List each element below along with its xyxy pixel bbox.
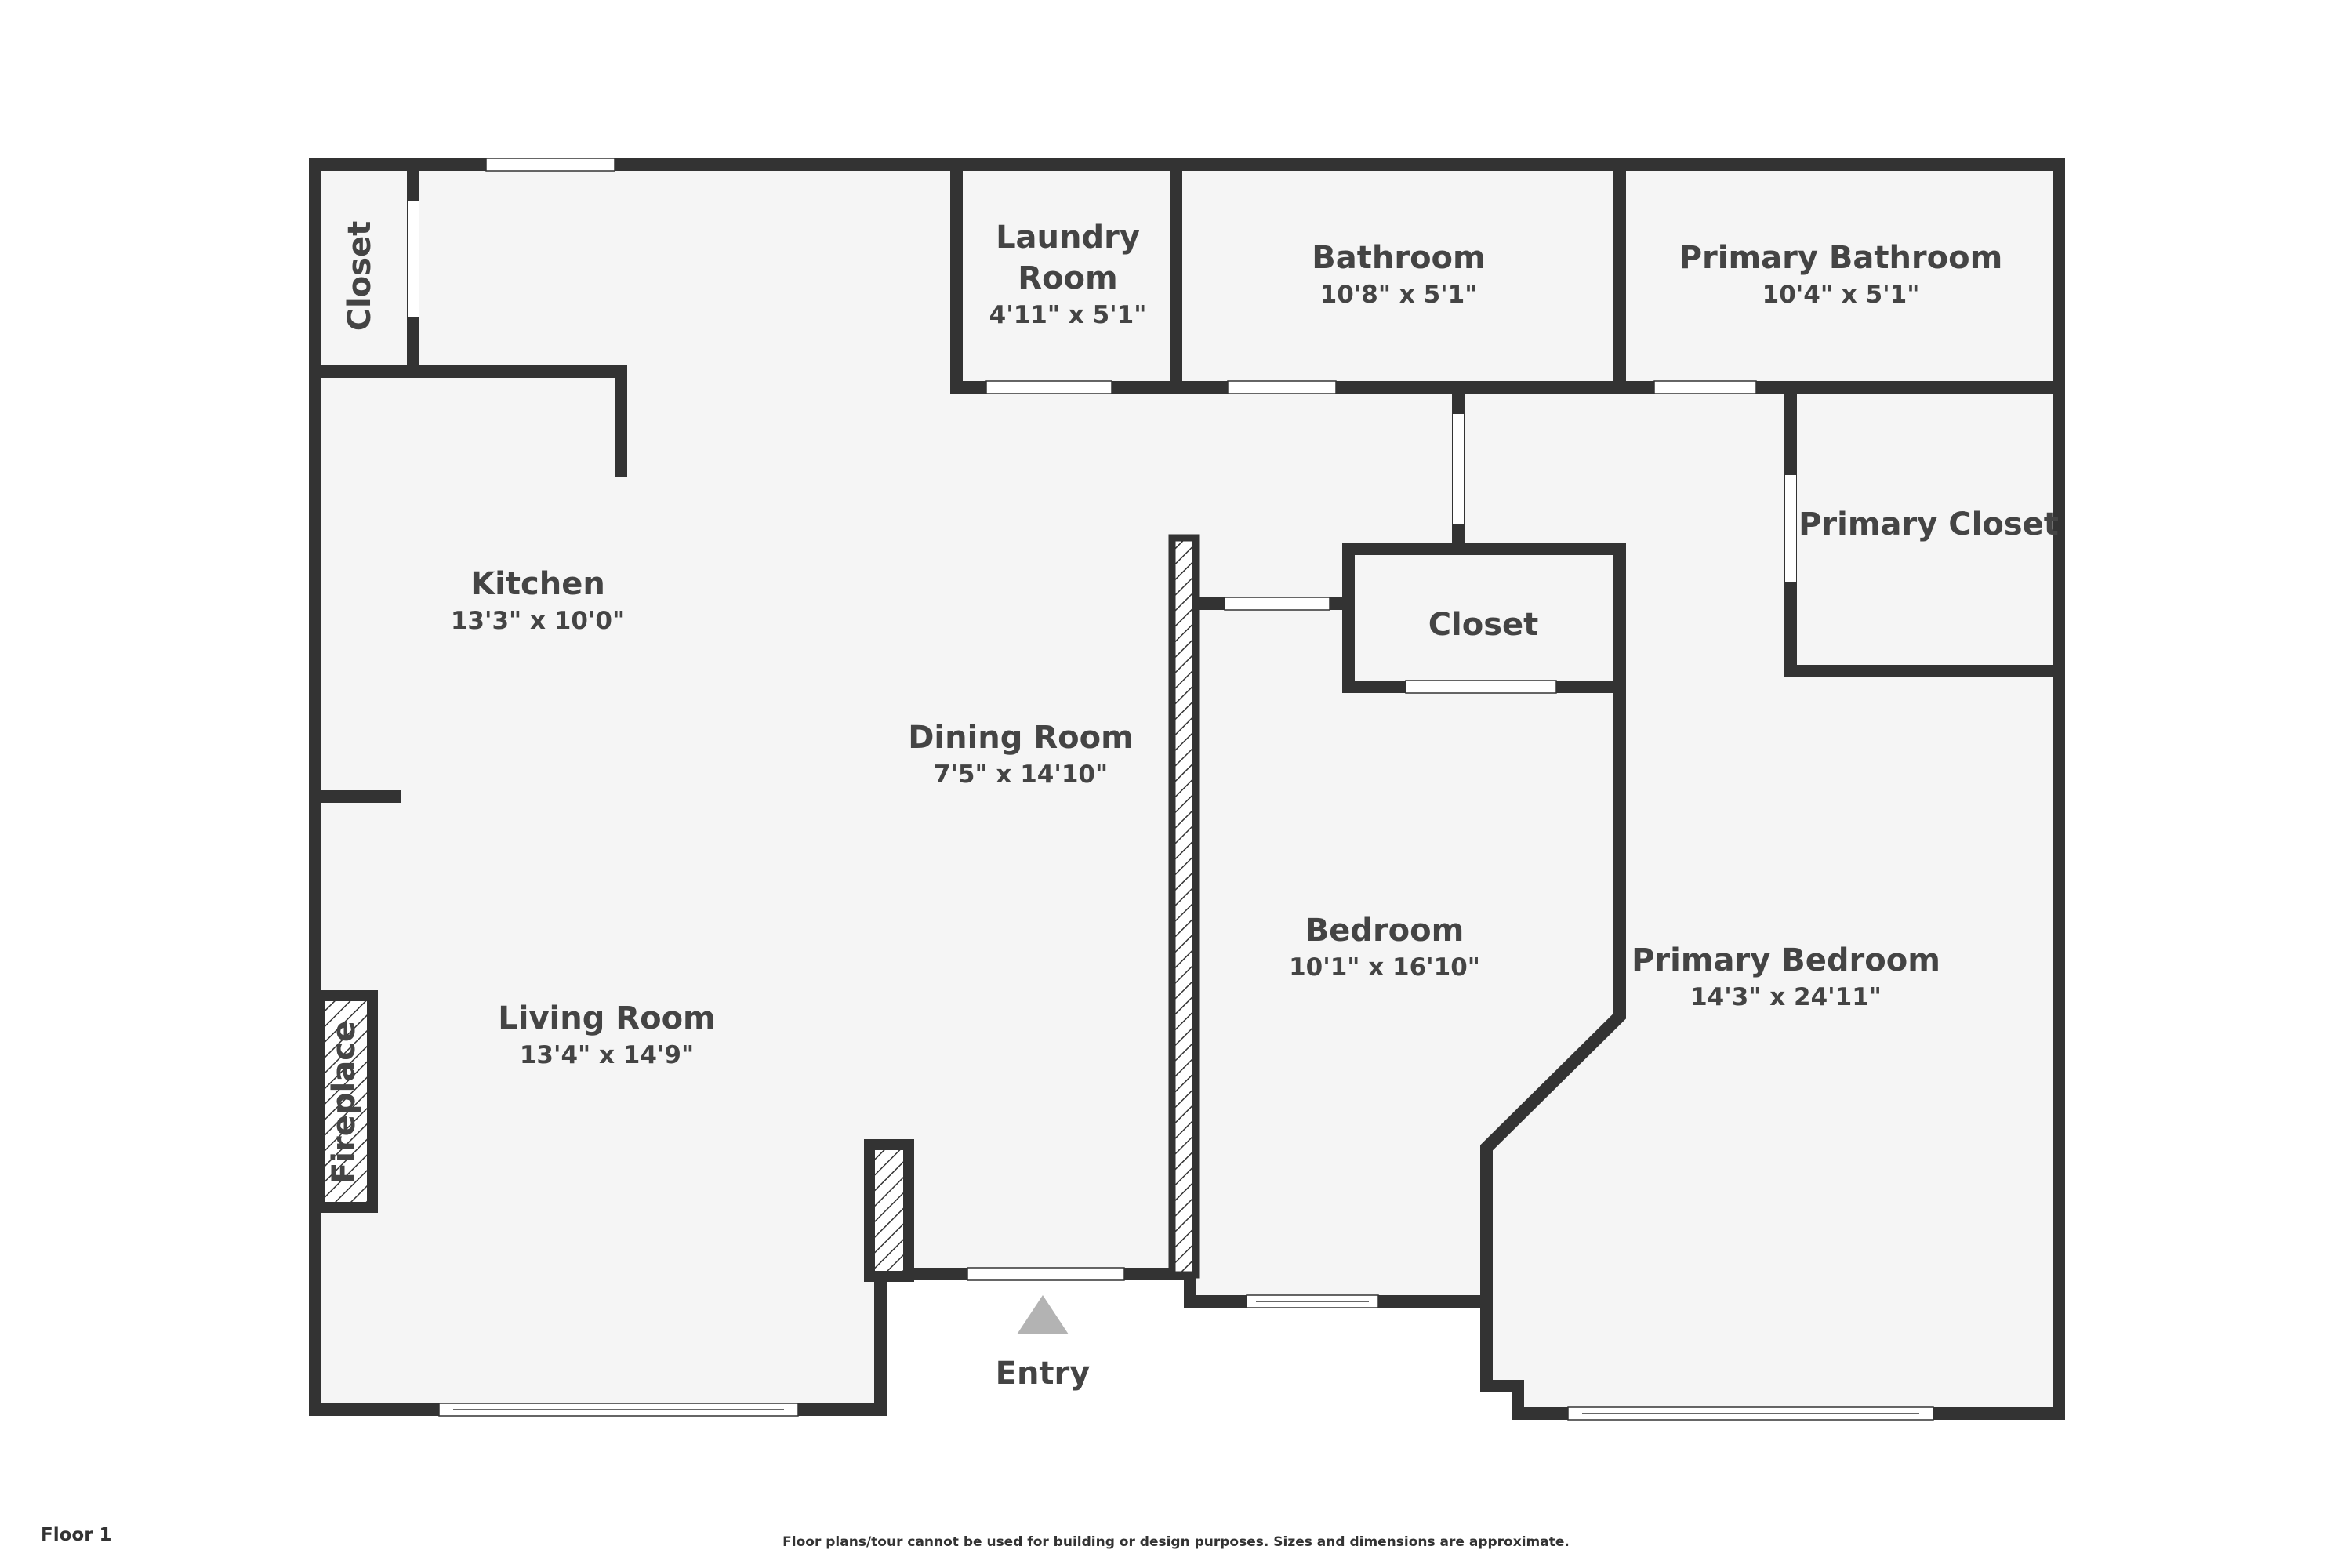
bedroom-dimensions: 10'1" x 16'10" — [1289, 953, 1480, 982]
bedroom-east-wall — [1480, 681, 1626, 1308]
laundry-room-label-line1: Laundry — [996, 220, 1140, 256]
hallway-door — [1453, 414, 1464, 524]
kitchen-label: Kitchen — [470, 566, 605, 602]
disclaimer: Floor plans/tour cannot be used for buil… — [782, 1534, 1570, 1550]
bedroom-label: Bedroom — [1305, 913, 1465, 949]
dining-bedroom-wall — [1168, 534, 1200, 1279]
laundry-room-label-line2: Room — [1018, 260, 1117, 296]
kitchen-dimensions: 13'3" x 10'0" — [451, 607, 625, 635]
window-bathroom — [1227, 380, 1337, 394]
window-living-room — [438, 1403, 799, 1417]
floor-label: Floor 1 — [41, 1525, 112, 1545]
primary-bathroom-dimensions: 10'4" x 5'1" — [1762, 281, 1920, 309]
entry-label: Entry — [996, 1356, 1091, 1392]
primary-bedroom-label: Primary Bedroom — [1632, 942, 1940, 978]
entry-pillar — [864, 1139, 914, 1282]
laundry-room-dimensions: 4'11" x 5'1" — [989, 301, 1147, 329]
window-bedroom-north — [1224, 597, 1330, 611]
living-room-label: Living Room — [498, 1000, 715, 1036]
closet-left-door — [408, 201, 419, 317]
window-closet-center — [1405, 680, 1557, 694]
primary-bathroom-label: Primary Bathroom — [1679, 240, 2003, 276]
bathroom-label: Bathroom — [1312, 240, 1485, 276]
primary-closet-door — [1785, 475, 1796, 582]
closet-center-label: Closet — [1428, 607, 1539, 643]
fireplace — [314, 990, 378, 1213]
bathroom-dimensions: 10'8" x 5'1" — [1320, 281, 1478, 309]
living-room-dimensions: 13'4" x 14'9" — [520, 1041, 694, 1069]
closet-left-label: Closet — [342, 221, 378, 332]
dining-room-label: Dining Room — [908, 720, 1134, 756]
center-closet-wall — [1342, 543, 1626, 693]
window-laundry — [985, 380, 1112, 394]
primary-bedroom-dimensions: 14'3" x 24'11" — [1690, 983, 1882, 1011]
fireplace-label: Fireplace — [326, 1021, 362, 1184]
window-primary-bedroom — [1567, 1406, 1934, 1421]
window-kitchen-top — [485, 158, 615, 172]
window-primary-bathroom — [1653, 380, 1757, 394]
window-entry — [967, 1267, 1125, 1281]
window-bedroom-south — [1246, 1294, 1379, 1308]
primary-closet-label: Primary Closet — [1798, 506, 2059, 543]
dining-room-dimensions: 7'5" x 14'10" — [934, 760, 1108, 789]
entry-arrow-icon — [1017, 1295, 1069, 1334]
